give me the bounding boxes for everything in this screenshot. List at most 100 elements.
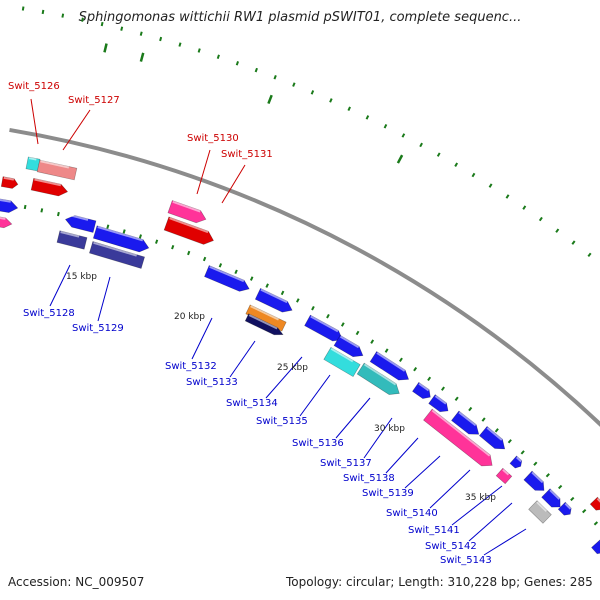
scale-tick <box>41 9 45 15</box>
scale-tick <box>81 17 84 22</box>
major-tick <box>396 154 404 164</box>
scale-tick <box>235 61 239 66</box>
kbp-label: 35 kbp <box>465 493 496 503</box>
scale-tick <box>171 244 175 250</box>
gene-feature <box>64 213 97 233</box>
scale-tick <box>570 496 575 502</box>
scale-tick <box>347 106 351 111</box>
scale-tick <box>326 313 330 319</box>
scale-tick <box>273 74 277 80</box>
scale-tick <box>507 439 512 444</box>
scale-tick <box>178 42 182 47</box>
leader-line <box>483 528 527 556</box>
gene-label: Swit_5132 <box>165 361 217 372</box>
leader-line <box>451 485 503 526</box>
gene-label: Swit_5130 <box>187 133 239 144</box>
scale-tick <box>365 115 370 120</box>
scale-tick <box>488 183 493 188</box>
scale-tick <box>555 228 560 233</box>
gene-feature <box>244 313 284 336</box>
major-tick <box>139 52 145 62</box>
scale-tick <box>280 290 285 296</box>
scale-tick <box>419 142 423 148</box>
gene-feature <box>423 408 493 467</box>
major-tick <box>267 94 273 105</box>
gene-label: Swit_5126 <box>8 81 60 92</box>
scale-tick <box>310 90 315 95</box>
scale-tick <box>23 204 27 210</box>
scale-tick <box>139 31 143 36</box>
scale-tick <box>329 98 333 103</box>
gene-feature <box>0 195 19 213</box>
gene-label: Swit_5142 <box>425 541 477 552</box>
kbp-label: 15 kbp <box>66 272 97 282</box>
major-tick <box>103 43 108 53</box>
gene-feature <box>369 351 410 381</box>
kbp-label: 25 kbp <box>277 363 308 373</box>
scale-tick <box>454 396 459 401</box>
gene-feature <box>528 500 552 524</box>
gene-feature <box>591 539 600 555</box>
gene-feature <box>0 176 19 189</box>
gene-feature <box>92 225 150 253</box>
scale-tick <box>120 26 124 31</box>
gene-label: Swit_5140 <box>386 508 438 519</box>
leader-line <box>265 356 303 399</box>
scale-tick <box>249 276 254 281</box>
topology-summary: Topology: circular; Length: 310,228 bp; … <box>286 575 593 589</box>
gene-feature <box>0 214 13 229</box>
map-title: Sphingomonas wittichii RW1 plasmid pSWIT… <box>78 10 522 25</box>
gene-feature <box>56 230 88 250</box>
scale-tick <box>522 205 527 210</box>
gene-label: Swit_5134 <box>226 398 278 409</box>
gene-feature <box>451 410 480 435</box>
gene-feature <box>167 200 207 224</box>
scale-tick <box>21 6 25 11</box>
leader-line <box>62 109 91 151</box>
gene-label: Swit_5129 <box>72 323 124 334</box>
scale-tick <box>311 305 315 311</box>
leader-line <box>404 455 441 489</box>
gene-feature <box>541 488 561 508</box>
gene-label: Swit_5137 <box>320 458 372 469</box>
leader-line <box>191 317 213 360</box>
scale-tick <box>468 406 473 412</box>
scale-tick <box>454 162 459 167</box>
scale-tick <box>383 124 388 129</box>
leader-line <box>49 264 71 307</box>
scale-tick <box>216 54 220 59</box>
gene-feature <box>163 216 214 245</box>
gene-label: Swit_5127 <box>68 95 120 106</box>
gene-feature <box>557 501 572 516</box>
scale-tick <box>538 216 543 222</box>
scale-tick <box>61 13 65 18</box>
plasmid-backbone <box>9 127 600 427</box>
gene-feature <box>254 287 293 313</box>
scale-tick <box>292 82 296 87</box>
gene-feature <box>589 496 600 511</box>
gene-feature <box>323 346 361 378</box>
scale-tick <box>106 224 110 229</box>
scale-tick <box>202 256 207 262</box>
scale-tick <box>56 211 60 217</box>
gene-feature <box>204 265 250 292</box>
gene-feature <box>36 159 78 181</box>
gene-label: Swit_5131 <box>221 149 273 160</box>
scale-tick <box>558 484 563 490</box>
scale-tick <box>587 252 592 257</box>
gene-label: Swit_5135 <box>256 416 308 427</box>
leader-line <box>30 98 39 145</box>
scale-tick <box>427 376 432 382</box>
gene-features <box>0 156 600 555</box>
scale-tick <box>593 521 599 526</box>
scale-tick <box>520 450 525 455</box>
scale-tick <box>197 48 201 53</box>
scale-tick <box>265 283 269 288</box>
leader-line <box>363 417 393 459</box>
leader-line <box>299 374 331 417</box>
scale-tick <box>355 330 360 336</box>
accession-text: Accession: NC_009507 <box>8 575 145 589</box>
gene-feature <box>333 334 364 358</box>
scale-tick <box>545 473 550 478</box>
